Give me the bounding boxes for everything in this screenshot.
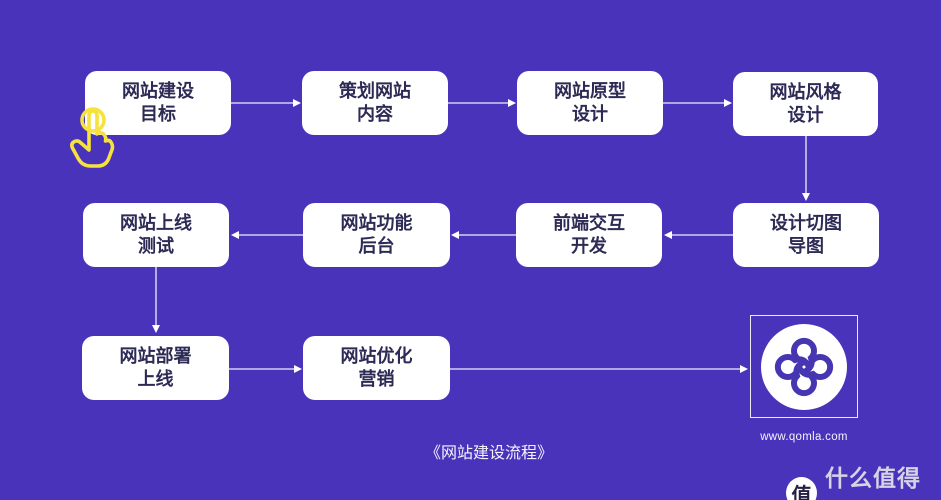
arrowhead-icon <box>724 99 732 107</box>
arrowhead-icon <box>740 365 748 373</box>
flow-node-style: 网站风格 设计 <box>733 72 878 136</box>
arrowhead-icon <box>802 193 810 201</box>
flow-node-plan: 策划网站 内容 <box>302 71 448 135</box>
flow-node-frontend: 前端交互 开发 <box>516 203 662 267</box>
arrowhead-icon <box>152 325 160 333</box>
smzdm-watermark-label: 什么值得买 <box>824 465 921 500</box>
qomla-logo-box <box>750 315 858 418</box>
diagram-caption: 《网站建设流程》 <box>424 445 553 462</box>
flow-node-slicing: 设计切图 导图 <box>733 203 879 267</box>
qomla-logo-circle <box>761 323 847 410</box>
tap-hand-icon <box>70 107 115 168</box>
arrowhead-icon <box>231 231 239 239</box>
arrowhead-icon <box>664 231 672 239</box>
flow-node-backend: 网站功能 后台 <box>303 203 450 267</box>
arrowhead-icon <box>451 231 459 239</box>
flow-node-testing: 网站上线 测试 <box>83 203 229 267</box>
smzdm-value-badge-icon: 值 <box>786 477 817 500</box>
flow-node-goal: 网站建设 目标 <box>85 71 231 135</box>
arrowhead-icon <box>293 99 301 107</box>
arrowhead-icon <box>508 99 516 107</box>
smzdm-watermark: 值 什么值得买 <box>786 459 941 500</box>
arrowhead-icon <box>294 365 302 373</box>
qomla-clover-icon <box>774 337 834 396</box>
flow-node-prototype: 网站原型 设计 <box>517 71 663 135</box>
flow-node-marketing: 网站优化 营销 <box>303 336 450 400</box>
logo-url: www.qomla.com <box>760 431 848 443</box>
flow-node-deploy: 网站部署 上线 <box>82 336 229 400</box>
